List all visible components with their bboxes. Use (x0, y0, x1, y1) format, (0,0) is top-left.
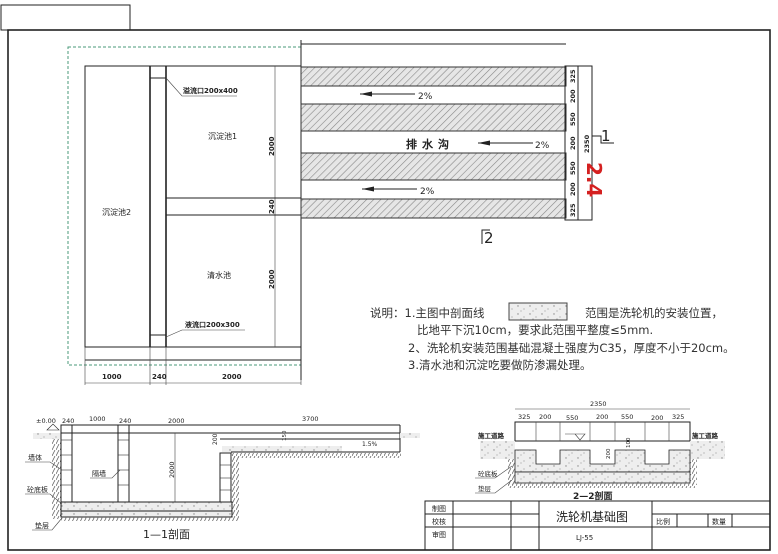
cushion-label: 垫层 (35, 521, 49, 530)
dim-clear: 2000 (268, 269, 276, 289)
red-mark: 2.4 (582, 162, 606, 197)
slope-arrow: 2% (362, 186, 435, 197)
hatch-legend-swatch (508, 302, 568, 321)
level-mark: ±0.00 (36, 417, 56, 425)
slope-arrow: 2% (478, 140, 550, 151)
section-1-title: 1—1剖面 (143, 527, 190, 541)
overflow-outlet-bottom-label: 液流口200x300 (185, 320, 240, 329)
right-dim: 200 (569, 182, 577, 196)
dim: 200 (596, 413, 608, 421)
note-line-1-suffix: 范围是洗轮机的安装位置， (585, 306, 723, 320)
dim: 200 (651, 414, 663, 422)
svg-text:2%: 2% (535, 141, 550, 151)
quantity-label: 数量 (712, 517, 726, 526)
right-dim: 325 (569, 69, 577, 83)
dim: 200 (212, 433, 219, 445)
road-left-label: 施工道路 (478, 431, 505, 440)
right-dim-total: 2350 (583, 134, 591, 153)
right-dim: 550 (569, 112, 577, 126)
section-mark-2: 2 (484, 229, 494, 247)
dim-bottom-2: 240 (152, 373, 167, 381)
section-mark-1: 1 (601, 127, 611, 145)
overflow-outlet-top-label: 溢流口200x400 (183, 86, 238, 95)
notes: 说明：1.主图中剖面线 范围是洗轮机的安装位置， 比地平下沉10cm，要求此范围… (370, 302, 735, 372)
drain-label: 排水沟 (406, 137, 454, 151)
dim: 200 (539, 413, 551, 421)
dim-wall: 240 (268, 199, 276, 214)
drawing-title: 洗轮机基础图 (556, 510, 628, 524)
dim-total: 2350 (590, 400, 607, 408)
dim: 2000 (168, 417, 185, 425)
dim: 150 (282, 430, 288, 441)
note-line-3: 2、洗轮机安装范围基础混凝土强度为C35，厚度不小于20cm。 (408, 341, 735, 355)
dim: 240 (119, 417, 131, 425)
dim-tank1: 2000 (268, 136, 276, 156)
dim: 3700 (302, 415, 319, 423)
dim-depth: 2000 (168, 461, 176, 478)
wall-label: 墙体 (28, 453, 42, 462)
approved-label: 审图 (432, 530, 446, 539)
dim: 1000 (89, 415, 106, 423)
right-dim: 325 (569, 203, 577, 217)
wall (60, 424, 73, 503)
right-dim: 550 (569, 161, 577, 175)
drawing-code: LJ-55 (576, 534, 593, 542)
sedimentation-tank-1-label: 沉淀池1 (208, 131, 237, 141)
svg-text:2%: 2% (418, 92, 433, 102)
right-dim: 200 (569, 136, 577, 150)
dim: 240 (62, 417, 74, 425)
section-2-title: 2—2剖面 (573, 490, 613, 502)
plan-view: 溢流口200x400 液流口200x300 沉淀池1 沉淀池2 清水池 2000… (67, 46, 302, 385)
right-dim: 200 (569, 89, 577, 103)
partition-label: 隔墙 (92, 469, 106, 478)
clear-water-tank-label: 清水池 (207, 270, 231, 280)
dim: 550 (566, 414, 578, 422)
partition-wall (117, 424, 130, 503)
cushion-label: 垫层 (478, 484, 492, 493)
slope: 1.5% (362, 441, 378, 448)
wash-bay-plan: 2% 2% 2% 排水沟 325 200 550 200 550 200 325… (300, 40, 614, 380)
dim: 200 (606, 448, 612, 459)
slope-arrow: 2% (360, 91, 433, 102)
slab-label: 砼底板 (478, 469, 498, 478)
corner-tab (0, 4, 131, 31)
note-line-4: 3.清水池和沉淀吃要做防渗漏处理。 (408, 358, 591, 372)
scale-label: 比例 (656, 517, 670, 526)
dim: 325 (672, 413, 684, 421)
title-block: 制图 校核 审图 洗轮机基础图 LJ-55 比例 数量 (424, 500, 771, 551)
dim: 100 (626, 437, 632, 448)
dim: 550 (621, 413, 633, 421)
dim: 325 (518, 413, 530, 421)
sheet-frame (7, 29, 771, 551)
drawn-label: 制图 (432, 504, 446, 513)
svg-text:2%: 2% (420, 187, 435, 197)
sedimentation-tank-2-label: 沉淀池2 (102, 207, 131, 217)
slab-label: 砼底板 (27, 485, 48, 494)
note-line-1: 说明：1.主图中剖面线 (370, 306, 485, 320)
checked-label: 校核 (432, 517, 446, 526)
note-line-2: 比地平下沉10cm，要求此范围平整度≤5mm. (417, 323, 653, 337)
dim-bottom-1: 1000 (102, 373, 122, 381)
section-2-2: 2350 325 200 550 200 550 200 325 200 100… (475, 400, 725, 502)
section-1-1: ±0.00 240 1000 240 2000 3700 2000 200 15… (25, 415, 420, 541)
road-right-label: 施工道路 (692, 431, 719, 440)
dim-bottom-3: 2000 (222, 373, 242, 381)
